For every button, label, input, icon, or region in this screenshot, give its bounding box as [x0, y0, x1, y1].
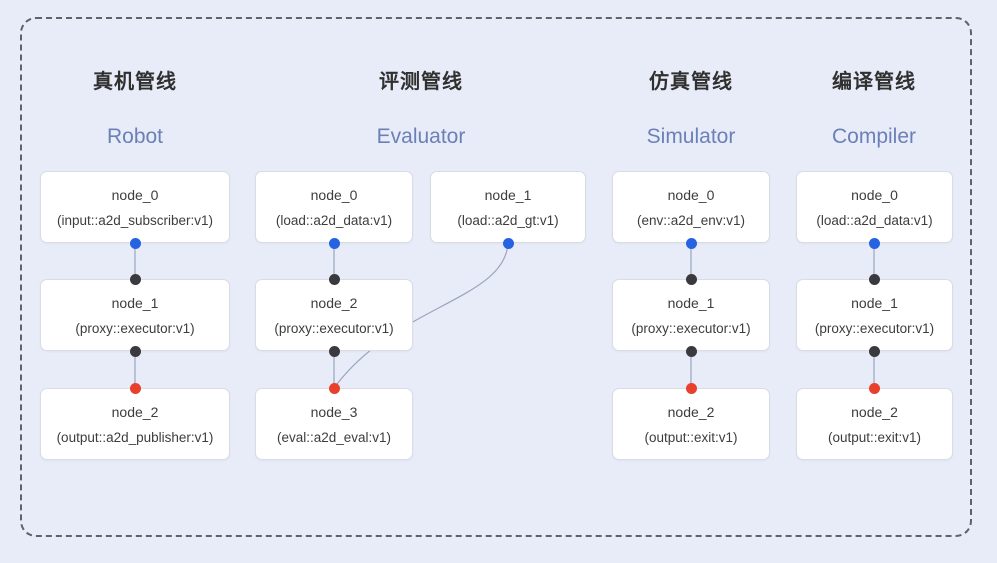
- pipeline-title-en-robot: Robot: [106, 125, 164, 148]
- node-type: (eval::a2d_eval:v1): [276, 430, 392, 445]
- node-name: node_0: [667, 187, 715, 203]
- pipeline-title-en-compiler: Compiler: [831, 125, 917, 148]
- node-name: node_2: [667, 404, 715, 420]
- node-evaluator-2: node_2 (proxy::executor:v1): [255, 279, 413, 351]
- node-name: node_0: [111, 187, 159, 203]
- blue-port-dot: [328, 237, 340, 249]
- dashed-frame: [20, 17, 972, 537]
- node-evaluator-3: node_3 (eval::a2d_eval:v1): [255, 388, 413, 460]
- black-port-dot: [129, 345, 141, 357]
- red-port-dot: [328, 382, 340, 394]
- blue-port-dot: [502, 237, 514, 249]
- blue-port-dot: [868, 237, 880, 249]
- pipeline-title-en-evaluator: Evaluator: [376, 125, 466, 148]
- node-name: node_2: [310, 295, 358, 311]
- node-type: (load::a2d_data:v1): [275, 213, 393, 228]
- red-port-dot: [868, 382, 880, 394]
- blue-port-dot: [129, 237, 141, 249]
- node-type: (load::a2d_data:v1): [816, 213, 933, 228]
- black-port-dot: [328, 345, 340, 357]
- pipeline-title-zh-evaluator: 评测管线: [379, 71, 463, 93]
- node-name: node_1: [484, 187, 532, 203]
- node-name: node_1: [667, 295, 715, 311]
- node-type: (output::exit:v1): [644, 430, 738, 445]
- node-name: node_2: [111, 404, 159, 420]
- node-name: node_0: [310, 187, 358, 203]
- pipeline-title-zh-simulator: 仿真管线: [649, 71, 733, 93]
- red-port-dot: [685, 382, 697, 394]
- pipeline-title-zh-compiler: 编译管线: [832, 71, 916, 93]
- node-type: (proxy::executor:v1): [814, 321, 935, 336]
- edge-evaluator-1-3-curve: [333, 242, 509, 389]
- node-compiler-1: node_1 (proxy::executor:v1): [796, 279, 953, 351]
- node-type: (proxy::executor:v1): [75, 321, 195, 336]
- black-port-dot: [129, 273, 141, 285]
- node-robot-0: node_0 (input::a2d_subscriber:v1): [40, 171, 230, 243]
- node-simulator-2: node_2 (output::exit:v1): [612, 388, 770, 460]
- node-name: node_1: [851, 295, 898, 311]
- node-compiler-0: node_0 (load::a2d_data:v1): [796, 171, 953, 243]
- node-robot-2: node_2 (output::a2d_publisher:v1): [40, 388, 230, 460]
- node-name: node_2: [851, 404, 898, 420]
- node-compiler-2: node_2 (output::exit:v1): [796, 388, 953, 460]
- red-port-dot: [129, 382, 141, 394]
- black-port-dot: [685, 273, 697, 285]
- blue-port-dot: [685, 237, 697, 249]
- node-type: (proxy::executor:v1): [274, 321, 394, 336]
- pipeline-title-zh-robot: 真机管线: [93, 71, 177, 93]
- node-name: node_1: [111, 295, 159, 311]
- node-evaluator-1: node_1 (load::a2d_gt:v1): [430, 171, 586, 243]
- node-simulator-1: node_1 (proxy::executor:v1): [612, 279, 770, 351]
- pipeline-title-en-simulator: Simulator: [646, 125, 736, 148]
- node-evaluator-0: node_0 (load::a2d_data:v1): [255, 171, 413, 243]
- node-type: (input::a2d_subscriber:v1): [56, 213, 214, 228]
- node-robot-1: node_1 (proxy::executor:v1): [40, 279, 230, 351]
- black-port-dot: [868, 273, 880, 285]
- node-name: node_0: [851, 187, 898, 203]
- node-type: (env::a2d_env:v1): [636, 213, 746, 228]
- node-type: (output::a2d_publisher:v1): [56, 430, 214, 445]
- node-name: node_3: [310, 404, 358, 420]
- black-port-dot: [868, 345, 880, 357]
- node-simulator-0: node_0 (env::a2d_env:v1): [612, 171, 770, 243]
- node-type: (output::exit:v1): [827, 430, 922, 445]
- black-port-dot: [328, 273, 340, 285]
- node-type: (proxy::executor:v1): [631, 321, 751, 336]
- node-type: (load::a2d_gt:v1): [457, 213, 559, 228]
- black-port-dot: [685, 345, 697, 357]
